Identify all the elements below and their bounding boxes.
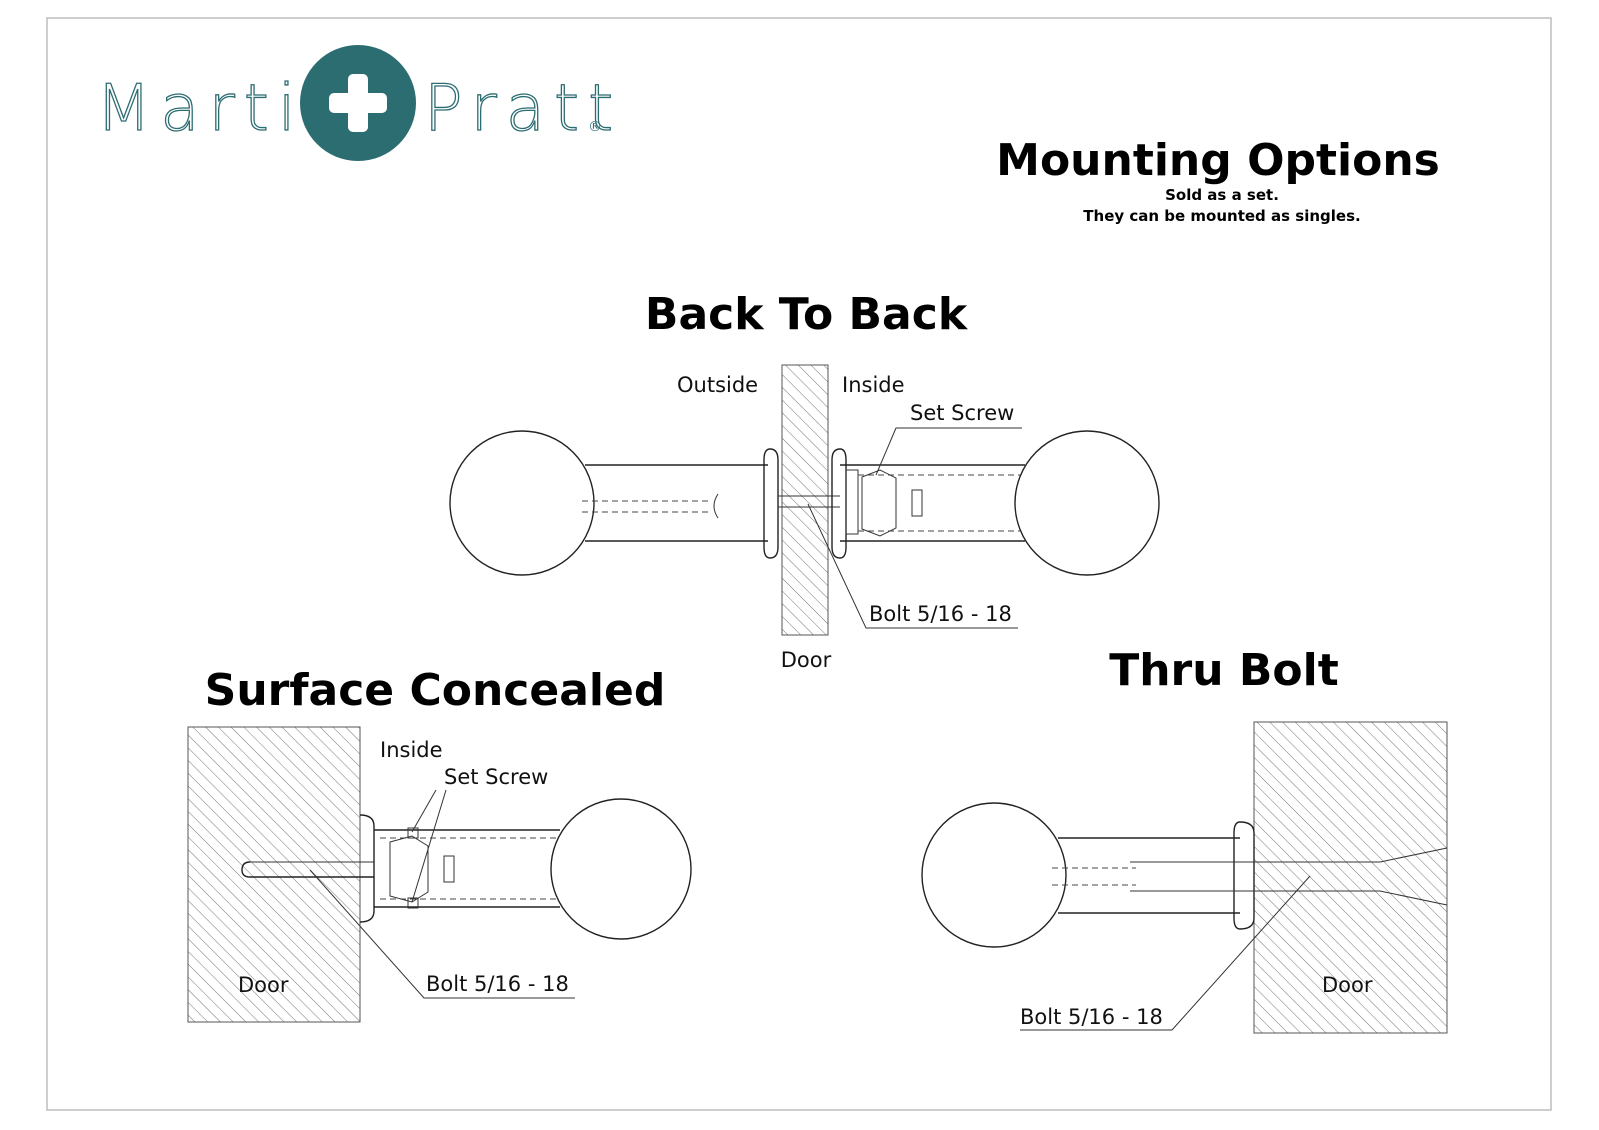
thru-bolt-bolt-label: Bolt 5/16 - 18: [1020, 1005, 1163, 1029]
back-to-back-nut: [911, 489, 923, 517]
back-to-back-right-knob: [1014, 430, 1160, 576]
thru-bolt-door: [1253, 721, 1448, 1034]
thru-bolt-knob: [921, 802, 1067, 948]
thru-bolt-through-top: [1254, 847, 1448, 863]
back-to-back-set-screw-leader: [875, 427, 1022, 476]
page-subtitle-line2: They can be mounted as singles.: [1083, 207, 1360, 225]
back-to-back-title: Back To Back: [645, 289, 969, 340]
back-to-back-outside-label: Outside: [677, 373, 758, 397]
surface-concealed-title: Surface Concealed: [205, 665, 666, 716]
surface-concealed-set-screw-leader-bottom: [411, 789, 447, 903]
registered-mark: ®: [588, 119, 602, 135]
back-to-back-bolt-leader: [807, 503, 1018, 629]
back-to-back-inside-label: Inside: [842, 373, 905, 397]
surface-concealed-bolt-label: Bolt 5/16 - 18: [426, 972, 569, 996]
sheet-border: [46, 17, 1552, 1111]
back-to-back-set-screw-label: Set Screw: [910, 401, 1014, 425]
surface-concealed-inside-label: Inside: [380, 738, 443, 762]
back-to-back-diagram: Back To Back Outside Inside Door Set Scr…: [449, 289, 1160, 672]
back-to-back-left-bore-end: [713, 493, 719, 519]
surface-concealed-bolt-leader: [309, 869, 575, 999]
back-to-back-door-label: Door: [781, 648, 832, 672]
thru-bolt-rose: [1233, 821, 1255, 930]
logo-cross-horizontal: [329, 93, 387, 113]
back-to-back-right-collar: [845, 469, 859, 535]
surface-concealed-rose: [359, 814, 375, 923]
back-to-back-right-rose: [831, 448, 847, 559]
back-to-back-bolt-label: Bolt 5/16 - 18: [869, 602, 1012, 626]
surface-concealed-bolt: [241, 861, 374, 878]
brand-name-right: Pratt: [424, 72, 622, 146]
back-to-back-left-knob: [449, 430, 595, 576]
thru-bolt-diagram: Thru Bolt Door Bolt 5/16 - 18: [921, 645, 1448, 1034]
surface-concealed-set-screw-label: Set Screw: [444, 765, 548, 789]
surface-concealed-screw-top: [407, 827, 419, 839]
thru-bolt-title: Thru Bolt: [1109, 645, 1339, 696]
surface-concealed-door-label: Door: [238, 973, 289, 997]
surface-concealed-knob: [550, 798, 692, 940]
back-to-back-door: [781, 364, 829, 636]
thru-bolt-bolt-leader: [1020, 875, 1311, 1031]
surface-concealed-door: [187, 726, 361, 1023]
page-title: Mounting Options: [996, 135, 1440, 186]
surface-concealed-set-screw-leader-top: [411, 789, 437, 833]
back-to-back-set-screw-body: [861, 469, 897, 537]
thru-bolt-door-label: Door: [1322, 973, 1373, 997]
surface-concealed-diagram: Surface Concealed Door Inside Set Screw …: [187, 665, 692, 1023]
surface-concealed-set-screw-body: [389, 835, 429, 903]
surface-concealed-nut: [443, 855, 455, 883]
back-to-back-left-rose: [763, 448, 779, 559]
page-subtitle-line1: Sold as a set.: [1165, 186, 1279, 204]
brand-logo: Martin Pratt ®: [95, 45, 622, 161]
